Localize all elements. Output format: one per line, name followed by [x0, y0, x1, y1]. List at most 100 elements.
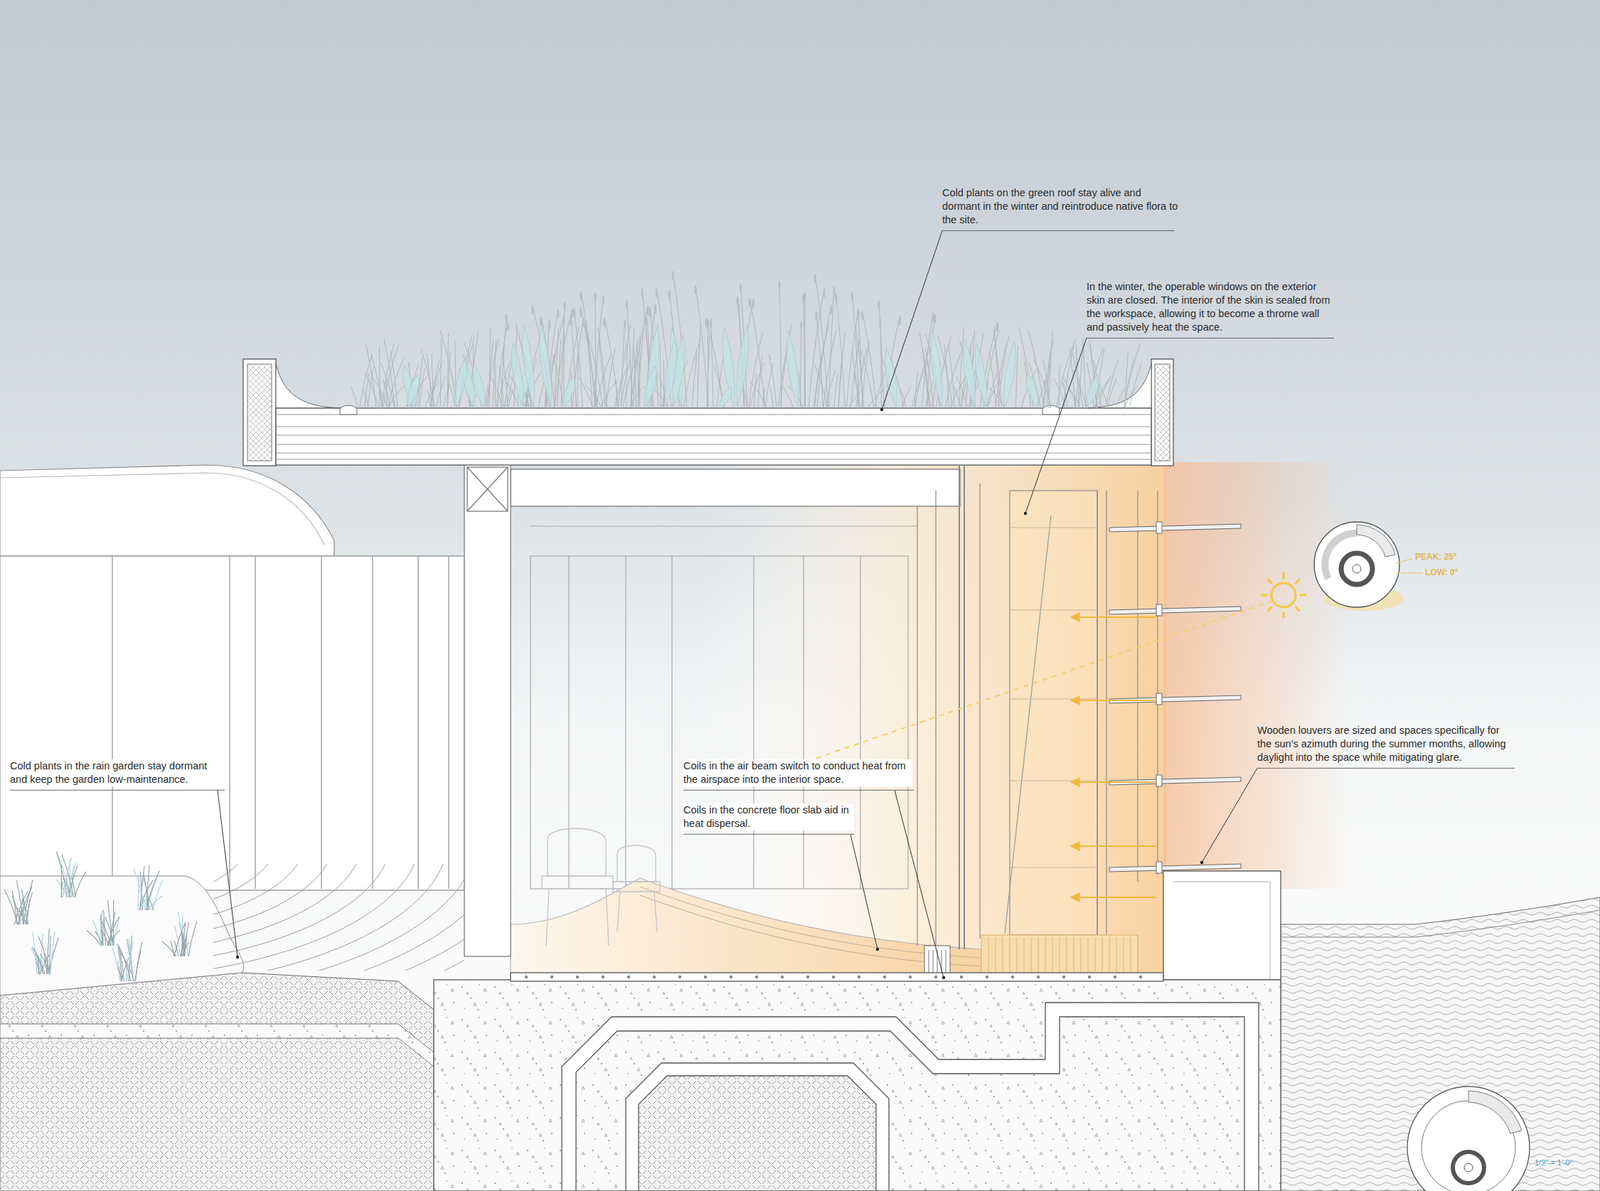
green-roof-plants [579, 290, 582, 301]
sun-angle-diagram [1341, 553, 1373, 585]
wood-decking [213, 864, 465, 971]
green-roof-plants [695, 285, 709, 409]
wood-decking [213, 864, 420, 971]
roof [275, 452, 1152, 454]
left-building [0, 556, 465, 891]
green-roof-plants [507, 321, 510, 332]
leader-dot [942, 976, 946, 980]
green-roof-plants [419, 368, 426, 409]
skin-floor [988, 937, 990, 979]
double-skin-wall [979, 483, 980, 939]
leader-dot [1200, 861, 1204, 864]
green-roof-plants [855, 324, 864, 409]
green-roof-plants [427, 389, 431, 409]
green-roof-plants [900, 388, 906, 409]
foundation [638, 1075, 877, 1191]
leader-line [1025, 338, 1087, 515]
green-roof-plants [711, 319, 714, 409]
louver-note: Wooden louvers are sized and spaces spec… [1257, 723, 1515, 765]
structure [467, 467, 508, 512]
green-roof-plants [440, 329, 458, 409]
roof-note: Cold plants on the green roof stay alive… [942, 186, 1179, 227]
skin-floor [1009, 937, 1011, 979]
wood-decking [213, 864, 465, 971]
wooden-louvers [1156, 521, 1162, 534]
foundation [1113, 975, 1117, 979]
wood-decking [213, 864, 465, 971]
sun-rays [1070, 896, 1157, 899]
left-ground [0, 876, 244, 996]
interior [753, 556, 754, 889]
interior [510, 878, 982, 980]
rain-garden-plants [113, 916, 120, 946]
green-roof-plants [615, 379, 618, 409]
rain-garden-plants [118, 943, 123, 982]
green-roof-plants [848, 389, 863, 409]
left-building [417, 556, 419, 889]
sun-rays [1070, 781, 1157, 783]
green-roof-plants [522, 324, 535, 409]
roof [1154, 364, 1170, 461]
green-roof-plants [562, 315, 565, 325]
rain-garden-plants [62, 857, 72, 898]
foundation [729, 975, 733, 979]
wooden-louvers [1156, 693, 1162, 705]
leader-line [217, 790, 238, 958]
wood-decking [213, 864, 448, 971]
double-skin-wall [1156, 490, 1158, 875]
green-roof-plants [1115, 386, 1125, 409]
chairs [612, 881, 660, 932]
rain-garden-plants [74, 871, 87, 898]
foundation [857, 975, 861, 979]
rain-garden-plants [148, 896, 163, 911]
green-roof-plants [1015, 346, 1018, 409]
foundation [1088, 975, 1091, 979]
rain-garden-plants [174, 940, 179, 957]
left-ground [0, 972, 434, 1191]
callout-underline [683, 834, 855, 835]
green-roof-plants [814, 274, 828, 409]
rain-garden-plants [12, 895, 21, 925]
scale-key [1464, 1163, 1473, 1172]
foundation [510, 972, 1164, 982]
double-skin-wall [1096, 490, 1098, 939]
green-roof-plants [803, 294, 805, 409]
rain-garden-plants [125, 965, 128, 982]
green-roof-plants [851, 290, 854, 301]
callout-underline [1086, 337, 1335, 339]
skin-floor [1066, 937, 1068, 979]
green-roof-plants [769, 354, 778, 409]
leader-dot [876, 947, 879, 951]
green-roof-plants [987, 385, 997, 409]
green-roof-plants [1004, 341, 1017, 409]
wooden-louvers [1109, 524, 1241, 532]
green-roof-plants [932, 311, 935, 322]
foundation [780, 975, 784, 979]
roof [275, 459, 1152, 461]
green-roof-plants [620, 320, 625, 409]
double-skin-wall [1105, 490, 1107, 939]
green-roof-plants [604, 317, 619, 409]
sun-symbol [1282, 572, 1285, 579]
green-roof-plants [763, 387, 765, 409]
rain-garden-plants [152, 879, 163, 911]
double-skin-wall [935, 490, 936, 946]
sun-symbol [1267, 606, 1272, 611]
roof [275, 435, 1152, 436]
wood-decking [213, 864, 392, 968]
structure [510, 469, 960, 507]
green-roof-plants [443, 385, 450, 409]
callout-underline [9, 790, 225, 791]
green-roof-plants [655, 288, 658, 298]
skin-floor [1045, 937, 1047, 979]
green-roof-plants [770, 387, 773, 409]
foundation [576, 1016, 1245, 1191]
green-roof-plants [585, 320, 593, 409]
roof [275, 364, 342, 409]
rain-garden-plants [32, 947, 44, 975]
leader-line [894, 790, 944, 978]
green-roof-plants [487, 340, 494, 409]
rain-garden-plants [183, 932, 185, 957]
